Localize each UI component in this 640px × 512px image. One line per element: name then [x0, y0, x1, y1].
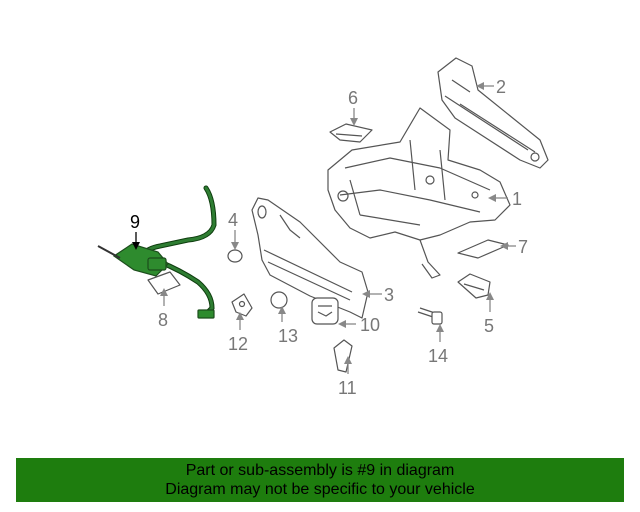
svg-text:1: 1: [512, 189, 522, 209]
part-10-switch: [311, 297, 339, 325]
banner-line-2: Diagram may not be specific to your vehi…: [165, 481, 475, 498]
callout-9: 9: [130, 212, 140, 250]
part-6-bracket: [329, 123, 373, 143]
callout-10: 10: [338, 315, 380, 335]
svg-text:11: 11: [338, 378, 357, 398]
parts-diagram: 1 2 3 4 5 6 7 8 9 10 11 12: [97, 57, 549, 398]
callout-4: 4: [228, 210, 239, 250]
banner-line-1: Part or sub-assembly is #9 in diagram: [185, 462, 455, 479]
callout-13: 13: [278, 306, 298, 346]
part-9-wiring-harness: [97, 185, 217, 319]
svg-text:12: 12: [228, 334, 248, 354]
callout-7: 7: [500, 237, 528, 257]
callout-1: 1: [488, 189, 522, 209]
part-11-trim: [333, 339, 353, 373]
svg-text:14: 14: [428, 346, 448, 366]
part-1-seat-frame: [327, 107, 511, 279]
callout-8: 8: [158, 288, 168, 330]
part-7-plate: [457, 239, 509, 259]
svg-text:7: 7: [518, 237, 528, 257]
callout-5: 5: [484, 292, 494, 336]
part-13-knob: [270, 291, 288, 309]
part-2-seat-track: [437, 57, 549, 169]
part-3-side-shield: [251, 197, 369, 319]
svg-text:6: 6: [348, 88, 358, 108]
callout-14: 14: [428, 324, 448, 366]
svg-text:8: 8: [158, 310, 168, 330]
svg-text:5: 5: [484, 316, 494, 336]
svg-text:4: 4: [228, 210, 238, 230]
part-8-bracket: [147, 271, 181, 295]
svg-text:10: 10: [360, 315, 380, 335]
callout-3: 3: [362, 285, 394, 305]
callout-6: 6: [348, 88, 358, 126]
info-banner: Part or sub-assembly is #9 in diagram Di…: [16, 458, 624, 502]
callout-11: 11: [338, 356, 357, 398]
svg-text:3: 3: [384, 285, 394, 305]
callout-12: 12: [228, 312, 248, 354]
part-4-cap: [227, 249, 243, 263]
part-12-bracket: [231, 293, 253, 317]
part-5-clip: [457, 273, 491, 299]
svg-text:13: 13: [278, 326, 298, 346]
callout-2: 2: [476, 77, 506, 97]
part-14-bolt: [417, 307, 443, 325]
svg-text:2: 2: [496, 77, 506, 97]
svg-text:9: 9: [130, 212, 140, 232]
